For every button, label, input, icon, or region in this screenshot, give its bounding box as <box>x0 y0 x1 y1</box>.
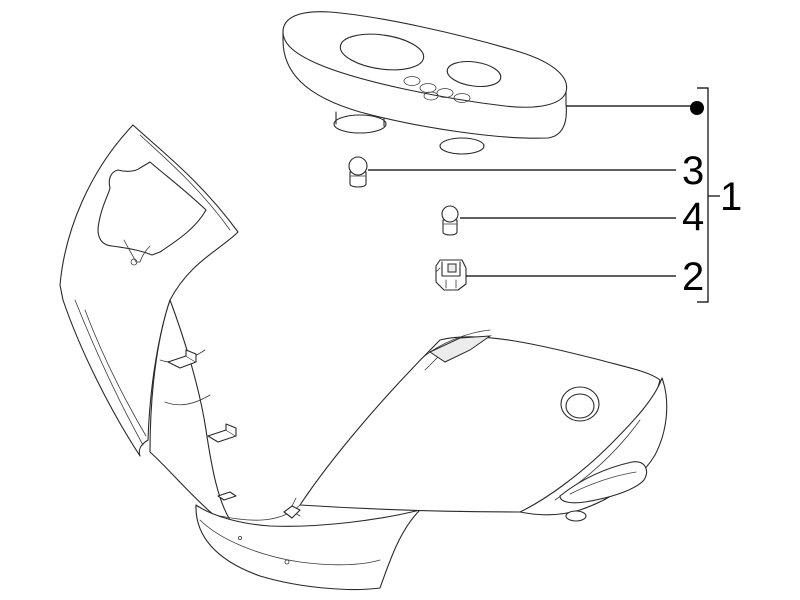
bulb-upper <box>348 156 368 188</box>
cover-right-deck <box>299 336 661 513</box>
callout-3: 3 <box>682 149 704 193</box>
bulb-socket-connector <box>435 259 467 291</box>
callout-1: 1 <box>720 175 742 219</box>
fuel-gauge-dial <box>446 60 502 88</box>
cover-lower-front <box>195 504 421 591</box>
cover-ignition-hole <box>560 386 600 422</box>
cover-screw-hole <box>284 559 290 565</box>
cover-inner-wall <box>149 299 231 521</box>
callout-2: 2 <box>682 255 704 299</box>
inner-clips <box>167 349 237 501</box>
handlebar-cover <box>59 124 668 591</box>
cover-right-foot <box>565 510 587 522</box>
callout-leaders <box>368 87 720 303</box>
cluster-mount-stubs <box>333 111 485 155</box>
assembly-bracket <box>697 87 709 303</box>
assembly-marker-dot <box>690 101 704 115</box>
speedometer-dial <box>339 33 425 71</box>
cover-right-lamp <box>559 461 648 504</box>
bulb-lower <box>441 205 459 236</box>
instrument-cluster <box>282 11 568 155</box>
callout-4: 4 <box>682 195 704 239</box>
indicator-lamps <box>403 76 471 103</box>
cover-left-cutout <box>97 161 207 256</box>
